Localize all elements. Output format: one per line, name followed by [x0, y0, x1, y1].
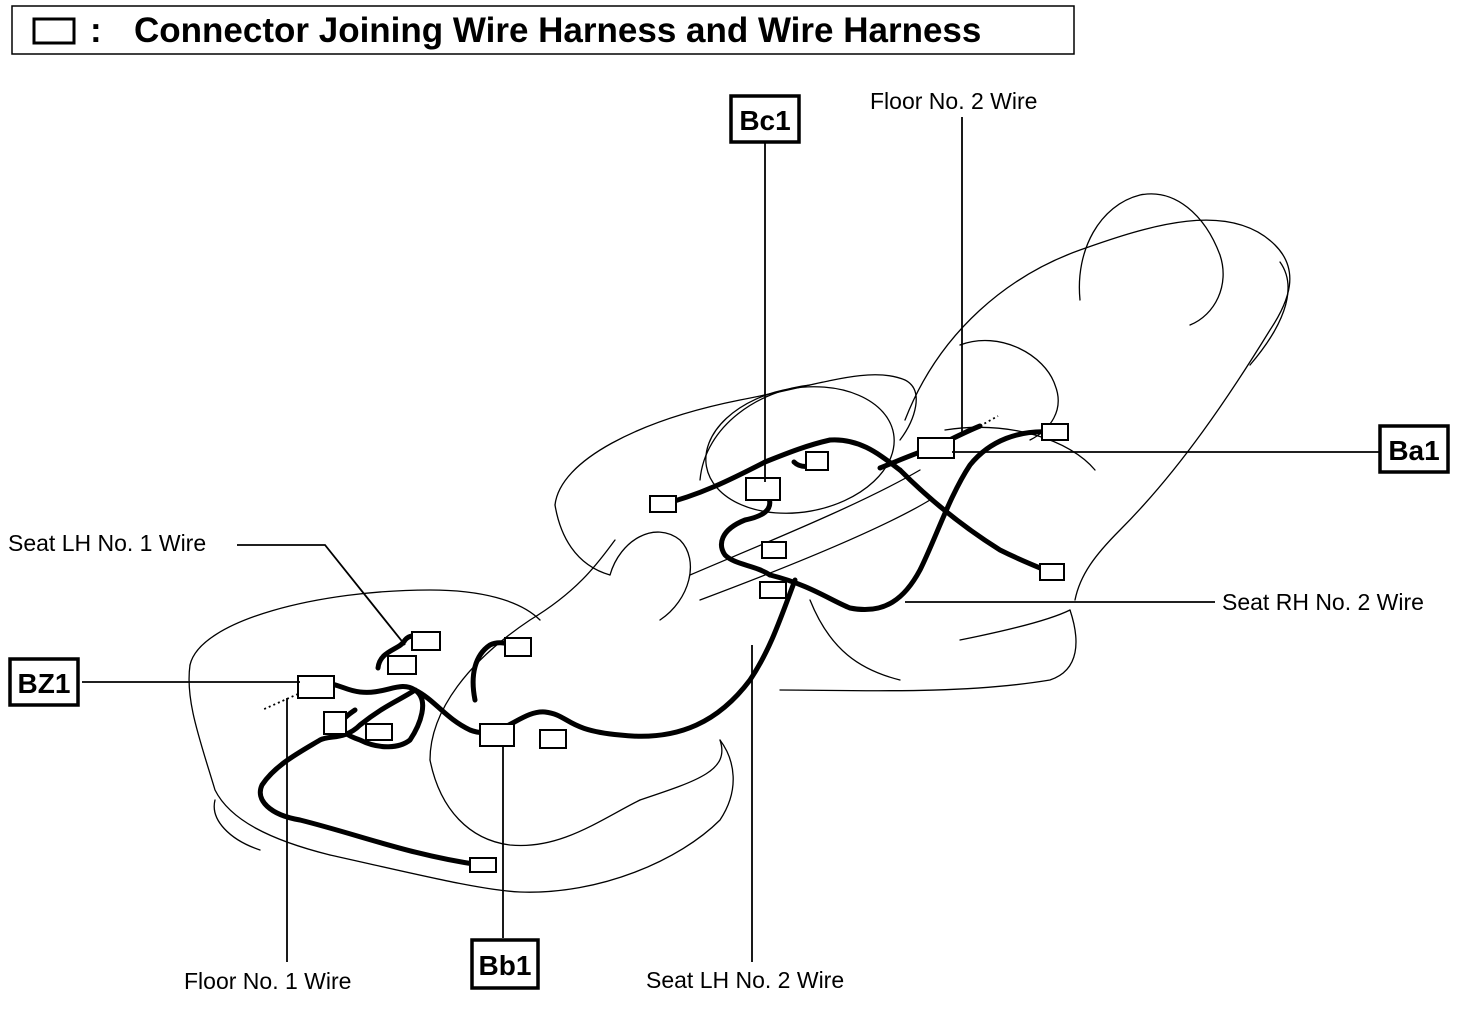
- legend-box-icon: [32, 17, 76, 45]
- connector-small-icon: [365, 723, 393, 741]
- label-seat-lh-no2-wire: Seat LH No. 2 Wire: [646, 967, 844, 993]
- connector-small-icon: [805, 451, 829, 471]
- connector-small-icon: [411, 631, 441, 651]
- title-bar: : Connector Joining Wire Harness and Wir…: [11, 5, 1075, 55]
- connector-small-icon: [1041, 423, 1069, 441]
- connector-small-icon: [759, 581, 787, 599]
- connector-bb1-icon: [479, 723, 515, 747]
- title-colon: :: [90, 11, 102, 50]
- connector-small-icon: [323, 711, 347, 735]
- seat-outline: [188, 193, 1291, 893]
- connector-small-icon: [649, 495, 677, 513]
- wire-harness: [257, 423, 1053, 868]
- label-floor-no2-wire: Floor No. 2 Wire: [870, 88, 1037, 114]
- code-bb1: Bb1: [479, 950, 532, 981]
- connector-ba1-icon: [917, 437, 955, 459]
- connector-bc1-icon: [745, 477, 781, 501]
- code-bz1: BZ1: [18, 668, 71, 699]
- leader-lines: [82, 117, 1380, 962]
- code-ba1: Ba1: [1388, 435, 1439, 466]
- code-box-ba1: Ba1: [1378, 424, 1450, 474]
- label-floor-no1-wire: Floor No. 1 Wire: [184, 968, 351, 994]
- code-box-bz1: BZ1: [8, 657, 80, 707]
- page-title: Connector Joining Wire Harness and Wire …: [134, 11, 981, 50]
- connector-small-icon: [1039, 563, 1065, 581]
- label-seat-rh-no2-wire: Seat RH No. 2 Wire: [1222, 589, 1424, 615]
- connector-small-icon: [504, 637, 532, 657]
- connector-bz1-icon: [297, 675, 335, 699]
- connectors: [261, 415, 1069, 873]
- connector-small-icon: [469, 857, 497, 873]
- connector-small-icon: [539, 729, 567, 749]
- connector-small-icon: [761, 541, 787, 559]
- code-box-bb1: Bb1: [470, 938, 540, 990]
- code-bc1: Bc1: [739, 105, 790, 136]
- label-seat-lh-no1-wire: Seat LH No. 1 Wire: [8, 530, 206, 556]
- connector-small-icon: [387, 655, 417, 675]
- code-box-bc1: Bc1: [729, 94, 801, 144]
